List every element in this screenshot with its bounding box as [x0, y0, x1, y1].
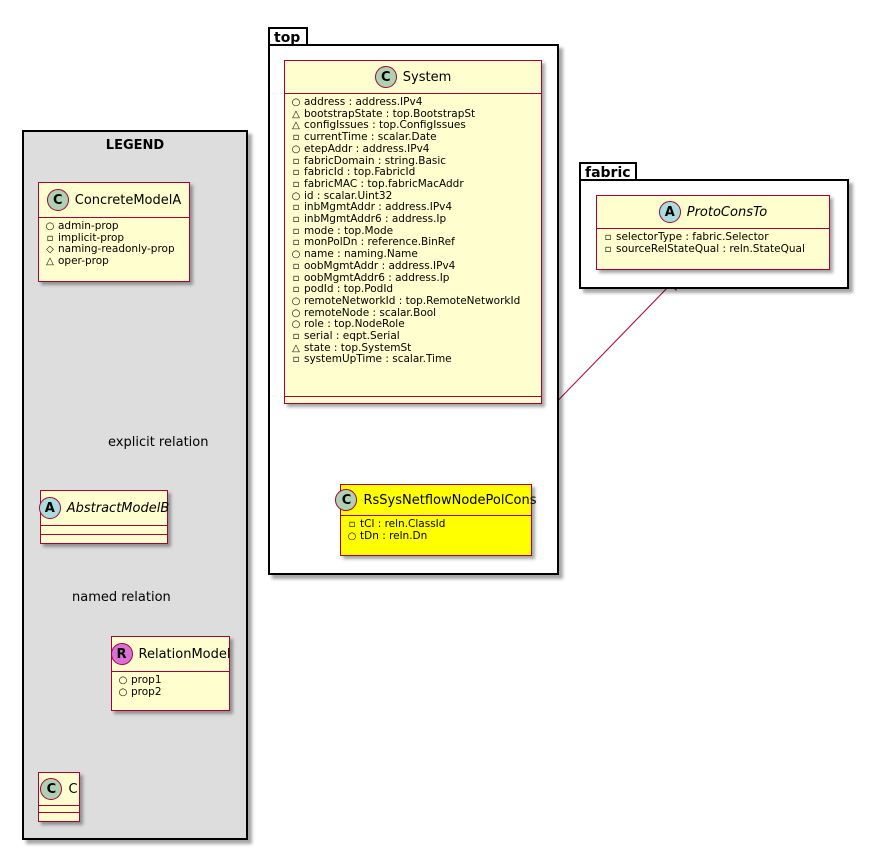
private-icon: ▫: [292, 225, 300, 237]
attribute: ◇naming-readonly-prop: [46, 243, 175, 256]
relation-model-class[interactable]: R RelationModel ○prop1 ○prop2: [110, 636, 231, 711]
attribute: ○tDn : reln.Dn: [347, 529, 428, 542]
private-icon: ▫: [348, 519, 356, 530]
private-icon: ▫: [292, 214, 300, 226]
legend-title: LEGEND: [105, 138, 165, 153]
private-icon: ▫: [292, 331, 300, 343]
attribute: ▫sourceRelStateQual : reln.StateQual: [604, 242, 805, 255]
attribute: △bootstrapState : top.BootstrapSt: [292, 107, 476, 120]
attribute: ▫oobMgmtAddr : address.IPv4: [292, 259, 456, 272]
class-c-icon: C: [374, 66, 397, 88]
public-icon: ○: [118, 686, 128, 698]
system-class[interactable]: C System ○address : address.IPv4△bootstr…: [284, 60, 542, 404]
attribute: ▫selectorType : fabric.Selector: [604, 231, 769, 243]
private-icon: ▫: [292, 354, 300, 366]
class-name: System: [402, 69, 452, 85]
public-icon: ○: [347, 530, 357, 542]
attribute: ▫implicit-prop: [46, 231, 125, 244]
explicit-relation-label: explicit relation: [108, 435, 209, 450]
class-name: RsSysNetflowNodePolCons: [363, 492, 537, 508]
public-icon: ○: [291, 307, 301, 319]
class-name: ProtoConsTo: [686, 204, 768, 220]
class-name: RelationModel: [138, 646, 231, 662]
attribute: ○remoteNode : scalar.Bool: [291, 306, 437, 319]
attribute: ▫podId : top.PodId: [292, 283, 394, 296]
private-icon: ▫: [292, 237, 300, 249]
private-icon: ▫: [292, 167, 300, 179]
private-icon: ▫: [292, 155, 300, 167]
attribute-list: ○admin-prop ▫implicit-prop ◇naming-reado…: [39, 218, 189, 272]
attribute: △configIssues : top.ConfigIssues: [292, 119, 466, 132]
private-icon: ▫: [604, 243, 612, 255]
attribute-list: ▫tCl : reln.ClassId ○tDn : reln.Dn: [341, 516, 531, 546]
attribute: △oper-prop: [46, 255, 109, 268]
package-icon: △: [292, 120, 300, 132]
attribute: ▫oobMgmtAddr6 : address.Ip: [292, 271, 450, 284]
public-icon: ○: [291, 143, 301, 155]
top-package-tab: top: [268, 27, 308, 46]
attribute: ▫currentTime : scalar.Date: [292, 131, 437, 144]
proto-cons-to-class[interactable]: A ProtoConsTo ▫selectorType : fabric.Sel…: [596, 195, 830, 270]
private-icon: ▫: [292, 284, 300, 296]
class-c-icon: C: [40, 778, 63, 800]
public-icon: ○: [291, 97, 301, 108]
attribute: ○id : scalar.Uint32: [291, 189, 393, 202]
rs-sys-netflow-node-pol-cons-class[interactable]: C RsSysNetflowNodePolCons ▫tCl : reln.Cl…: [335, 484, 537, 556]
attribute: △state : top.SystemSt: [292, 341, 412, 354]
package-icon: △: [46, 256, 54, 268]
attribute: ○role : top.NodeRole: [291, 318, 405, 331]
package-icon: △: [292, 108, 300, 120]
package-icon: △: [292, 342, 300, 354]
attribute: ▫mode : top.Mode: [292, 224, 394, 237]
public-icon: ○: [45, 221, 55, 232]
class-c-icon: C: [335, 489, 358, 511]
attribute: ▫systemUpTime : scalar.Time: [292, 353, 452, 366]
abstract-model-b-class[interactable]: A AbstractModelB: [38, 490, 170, 544]
relation-r-icon: R: [110, 643, 133, 665]
fabric-package-tab: fabric: [579, 162, 637, 181]
attribute: ▫monPolDn : reference.BinRef: [292, 236, 455, 249]
class-name: AbstractModelB: [66, 500, 170, 516]
public-icon: ○: [291, 190, 301, 202]
private-icon: ▫: [292, 272, 300, 284]
attribute: ▫fabricId : top.FabricId: [292, 166, 416, 179]
attribute: ▫serial : eqpt.Serial: [292, 330, 400, 343]
attribute: ▫fabricDomain : string.Basic: [292, 154, 447, 167]
attribute: ○remoteNetworkId : top.RemoteNetworkId: [291, 294, 521, 307]
attribute: ▫inbMgmtAddr6 : address.Ip: [292, 213, 447, 226]
abstract-a-icon: A: [658, 201, 681, 223]
class-name: C: [68, 781, 78, 797]
private-icon: ▫: [292, 178, 300, 190]
attribute-list: ▫selectorType : fabric.Selector ▫sourceR…: [597, 229, 829, 259]
attribute-list: ○address : address.IPv4△bootstrapState :…: [285, 94, 541, 370]
private-icon: ▫: [46, 232, 54, 244]
protected-icon: ◇: [46, 244, 54, 256]
class-c-icon: C: [46, 189, 69, 211]
c-class[interactable]: C C: [38, 772, 80, 822]
public-icon: ○: [291, 295, 301, 307]
public-icon: ○: [118, 675, 128, 686]
attribute: ○admin-prop: [45, 220, 119, 232]
abstract-a-icon: A: [38, 497, 61, 519]
attribute: ▫fabricMAC : top.fabricMacAddr: [292, 177, 464, 190]
private-icon: ▫: [292, 132, 300, 144]
attribute: ○prop2: [118, 685, 162, 698]
private-icon: ▫: [292, 202, 300, 214]
private-icon: ▫: [604, 232, 612, 243]
attribute: ▫inbMgmtAddr : address.IPv4: [292, 201, 453, 214]
public-icon: ○: [291, 319, 301, 331]
attribute: ○address : address.IPv4: [291, 96, 423, 108]
public-icon: ○: [291, 249, 301, 261]
named-relation-label: named relation: [72, 590, 171, 605]
attribute-list: ○prop1 ○prop2: [112, 672, 229, 702]
concrete-model-a-class[interactable]: C ConcreteModelA ○admin-prop ▫implicit-p…: [38, 182, 190, 282]
class-name: ConcreteModelA: [74, 192, 182, 208]
attribute: ○prop1: [118, 674, 162, 686]
attribute: ▫tCl : reln.ClassId: [348, 518, 446, 530]
attribute: ○name : naming.Name: [291, 248, 418, 261]
attribute: ○etepAddr : address.IPv4: [291, 142, 430, 155]
private-icon: ▫: [292, 260, 300, 272]
